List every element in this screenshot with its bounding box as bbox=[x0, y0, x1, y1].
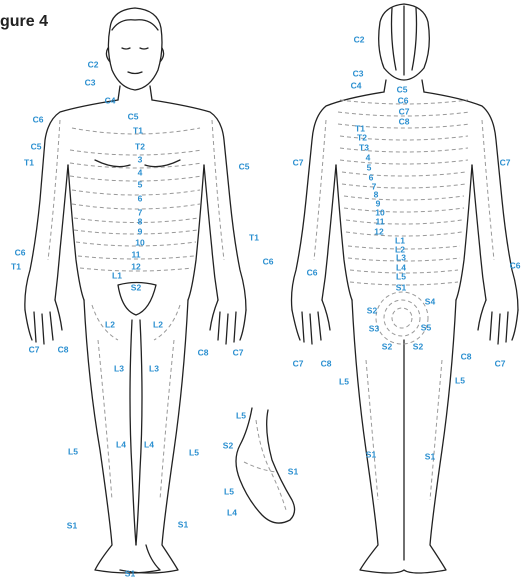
front-dermatome-label: T1 bbox=[133, 125, 143, 135]
back-dermatome-label: L5 bbox=[396, 271, 406, 281]
front-dermatome-label: 11 bbox=[132, 249, 141, 259]
back-dermatome-label: S1 bbox=[396, 282, 407, 292]
front-dermatome-label: L3 bbox=[149, 363, 159, 373]
back-dermatome-label: S2 bbox=[382, 341, 393, 351]
back-dermatome-label: C7 bbox=[293, 157, 304, 167]
front-dermatome-label: C8 bbox=[198, 347, 209, 357]
front-dermatome-label: 5 bbox=[138, 179, 143, 189]
back-dermatome-label: L5 bbox=[339, 376, 349, 386]
front-dermatome-label: C6 bbox=[15, 247, 26, 257]
back-dermatome-label: C3 bbox=[353, 68, 364, 78]
front-dermatome-label: S2 bbox=[131, 282, 142, 292]
back-dermatome-label: C7 bbox=[293, 358, 304, 368]
front-dermatome-label: L4 bbox=[144, 439, 154, 449]
back-dermatome-label: S1 bbox=[366, 449, 377, 459]
back-dermatome-label: C8 bbox=[461, 351, 472, 361]
back-dermatome-label: C5 bbox=[397, 84, 408, 94]
back-dermatome-label: L3 bbox=[396, 252, 406, 262]
front-dermatome-label: 8 bbox=[138, 216, 143, 226]
front-dermatome-label: L2 bbox=[153, 319, 163, 329]
front-dermatome-label: C8 bbox=[58, 344, 69, 354]
front-dermatome-label: S1 bbox=[67, 520, 78, 530]
front-dermatome-lines bbox=[48, 120, 224, 500]
front-dermatome-label: 4 bbox=[138, 167, 143, 177]
front-dermatome-label: L5 bbox=[68, 446, 78, 456]
back-dermatome-label: C2 bbox=[354, 34, 365, 44]
front-dermatome-label: 3 bbox=[138, 154, 143, 164]
back-dermatome-label: C4 bbox=[351, 80, 362, 90]
back-dermatome-label: 4 bbox=[366, 152, 371, 162]
front-dermatome-label: C4 bbox=[105, 95, 116, 105]
front-dermatome-label: T1 bbox=[11, 261, 21, 271]
front-dermatome-label: C5 bbox=[31, 141, 42, 151]
front-dermatome-label: C2 bbox=[88, 59, 99, 69]
back-dermatome-label: S5 bbox=[421, 322, 432, 332]
front-dermatome-label: T2 bbox=[135, 141, 145, 151]
front-dermatome-label: C5 bbox=[239, 161, 250, 171]
back-dermatome-label: T2 bbox=[357, 132, 367, 142]
back-dermatome-label: 11 bbox=[376, 216, 385, 226]
foot-detail-outline bbox=[236, 408, 295, 523]
back-dermatome-label: C7 bbox=[399, 106, 410, 116]
back-dermatome-label: S2 bbox=[413, 341, 424, 351]
back-dermatome-label: 5 bbox=[367, 162, 372, 172]
back-dermatome-label: S2 bbox=[367, 305, 378, 315]
front-dermatome-label: T1 bbox=[24, 157, 34, 167]
back-dermatome-label: L5 bbox=[455, 375, 465, 385]
back-dermatome-label: S3 bbox=[369, 323, 380, 333]
back-dermatome-label: C6 bbox=[510, 260, 521, 270]
back-dermatome-label: S1 bbox=[425, 451, 436, 461]
back-dermatome-label: C7 bbox=[495, 358, 506, 368]
front-dermatome-label: L3 bbox=[114, 363, 124, 373]
front-dermatome-label: C7 bbox=[29, 344, 40, 354]
front-dermatome-label: 12 bbox=[131, 261, 141, 271]
front-dermatome-label: C7 bbox=[233, 347, 244, 357]
back-dermatome-label: C6 bbox=[307, 267, 318, 277]
foot-dermatome-label: S1 bbox=[288, 466, 299, 476]
front-dermatome-label: C6 bbox=[33, 114, 44, 124]
front-dermatome-label: L2 bbox=[105, 319, 115, 329]
back-dermatome-label: C8 bbox=[399, 116, 410, 126]
front-dermatome-label: 9 bbox=[138, 226, 143, 236]
front-dermatome-label: L5 bbox=[189, 447, 199, 457]
front-dermatome-label: S1 bbox=[178, 519, 189, 529]
front-dermatome-label: L4 bbox=[116, 439, 126, 449]
foot-dermatome-label: L5 bbox=[224, 486, 234, 496]
back-dermatome-label: C8 bbox=[321, 358, 332, 368]
front-dermatome-label: T1 bbox=[249, 232, 259, 242]
front-dermatome-label: C3 bbox=[85, 77, 96, 87]
front-dermatome-label: S1 bbox=[125, 568, 136, 578]
foot-dermatome-label: S2 bbox=[223, 440, 234, 450]
back-dermatome-label: C7 bbox=[500, 157, 511, 167]
front-dermatome-label: C5 bbox=[128, 111, 139, 121]
front-dermatome-label: C6 bbox=[263, 256, 274, 266]
front-dermatome-label: L1 bbox=[112, 270, 122, 280]
front-dermatome-label: 10 bbox=[135, 237, 145, 247]
foot-dermatome-label: L4 bbox=[227, 507, 237, 517]
front-dermatome-label: 6 bbox=[138, 193, 143, 203]
back-dermatome-label: S4 bbox=[425, 296, 436, 306]
back-dermatome-label: T3 bbox=[359, 142, 369, 152]
back-dermatome-label: C6 bbox=[398, 95, 409, 105]
foot-dermatome-label: L5 bbox=[236, 410, 246, 420]
back-dermatome-label: 12 bbox=[374, 226, 384, 236]
